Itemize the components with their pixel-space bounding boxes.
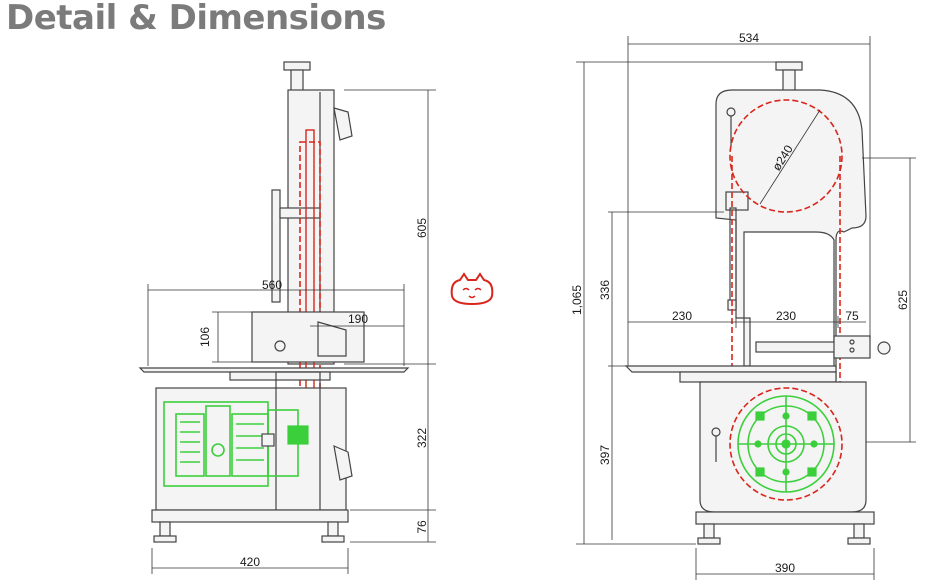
pusher-block <box>251 311 365 363</box>
front-throat-height: 336 <box>598 280 612 300</box>
lower-wheel <box>729 387 843 501</box>
side-table-offset: 190 <box>348 312 368 326</box>
front-right-span: 230 <box>776 309 796 323</box>
base-plate <box>151 509 349 523</box>
upper-handle <box>333 107 353 141</box>
front-side-offset: 75 <box>845 309 859 323</box>
side-height-lower: 322 <box>415 428 429 448</box>
side-height-upper: 605 <box>415 218 429 238</box>
page-title: Detail & Dimensions <box>6 0 386 38</box>
side-view: 605 322 76 560 190 106 420 <box>138 61 436 574</box>
table-top <box>138 367 410 373</box>
front-lower-height: 397 <box>598 445 612 465</box>
upper-frame <box>715 89 867 381</box>
side-base-width: 420 <box>240 555 260 569</box>
side-table-height: 106 <box>198 327 212 347</box>
front-right-height: 625 <box>896 290 910 310</box>
lower-body <box>155 387 347 511</box>
guide-post <box>271 189 281 303</box>
tension-screw <box>290 69 304 93</box>
side-width-top: 560 <box>262 278 282 292</box>
front-overall-height: 1,065 <box>570 285 584 315</box>
cat-logo-icon <box>450 272 494 306</box>
upper-wheel <box>729 99 843 213</box>
front-overall-width: 534 <box>739 31 759 45</box>
tension-knob <box>283 61 311 71</box>
front-view: ø240 <box>570 31 916 580</box>
front-left-span: 230 <box>672 309 692 323</box>
front-table-top <box>624 365 837 373</box>
front-base-width: 390 <box>775 561 795 575</box>
side-height-feet: 76 <box>415 520 429 534</box>
